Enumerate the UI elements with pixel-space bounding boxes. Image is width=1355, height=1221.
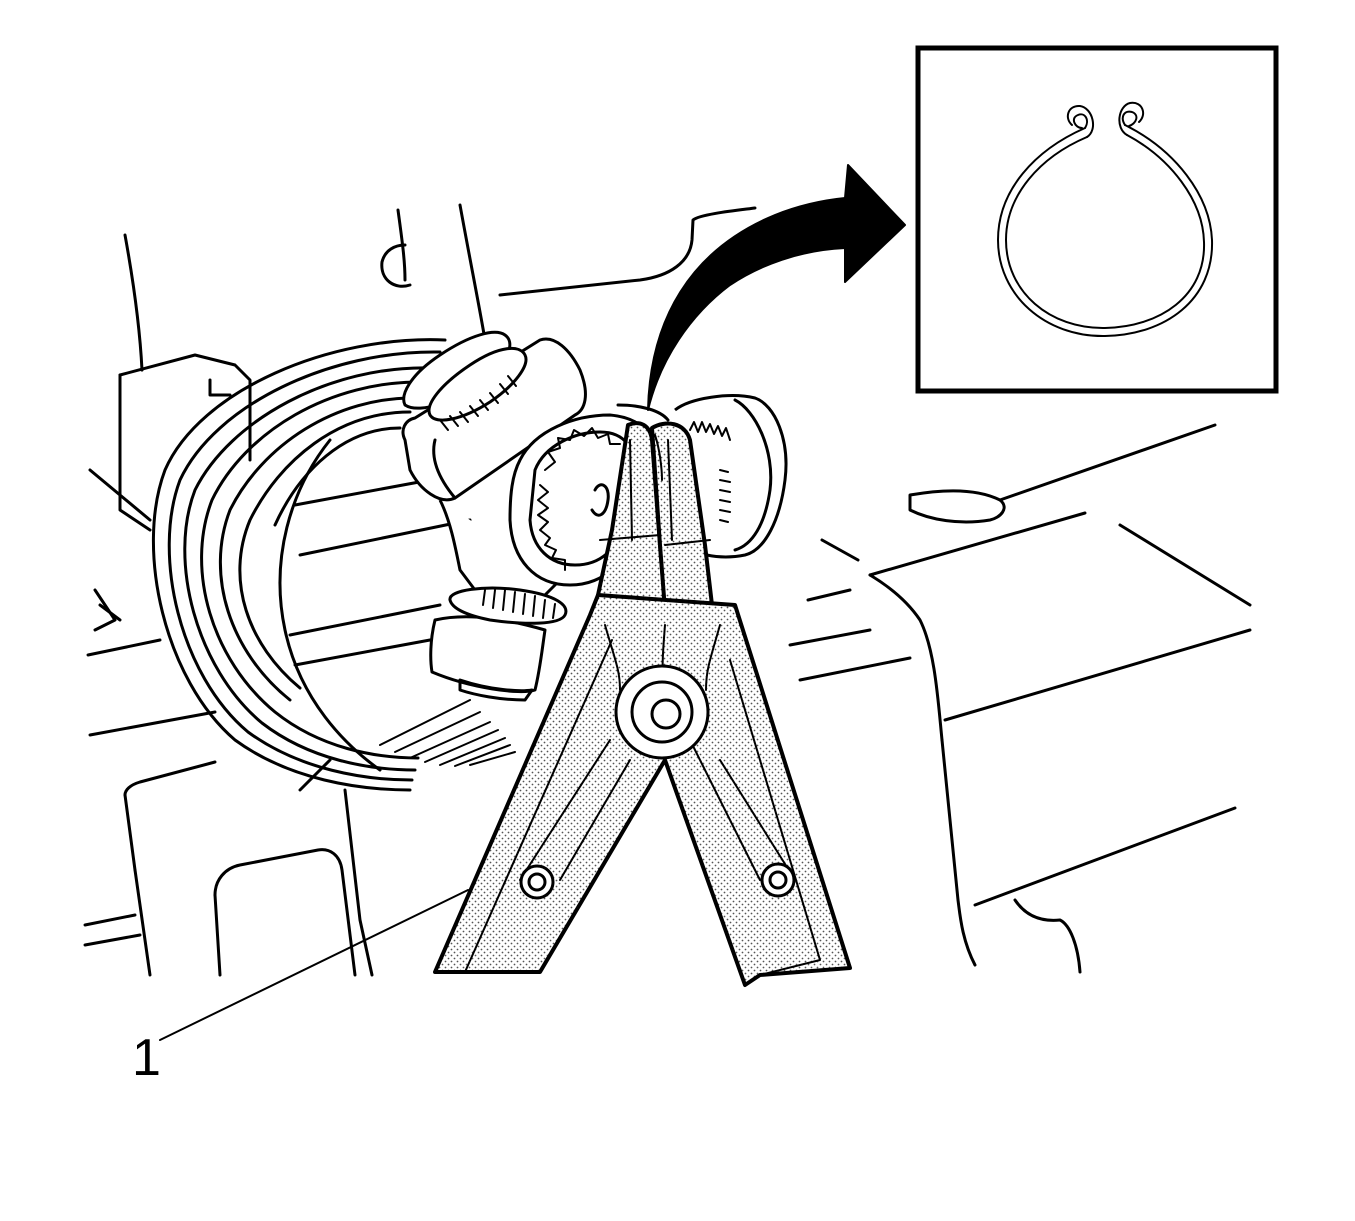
background-housing [83,203,1252,977]
snap-ring-pliers [433,421,852,987]
cv-joint-boot [151,338,516,792]
snap-ring-icon [997,101,1214,338]
tripod-joint [401,330,788,702]
curved-arrow-icon [647,164,906,411]
callout-leader-line [159,889,469,1041]
callout-1: 1 [132,889,469,1087]
callout-label: 1 [132,1029,161,1087]
inset-detail-box [915,45,1279,394]
